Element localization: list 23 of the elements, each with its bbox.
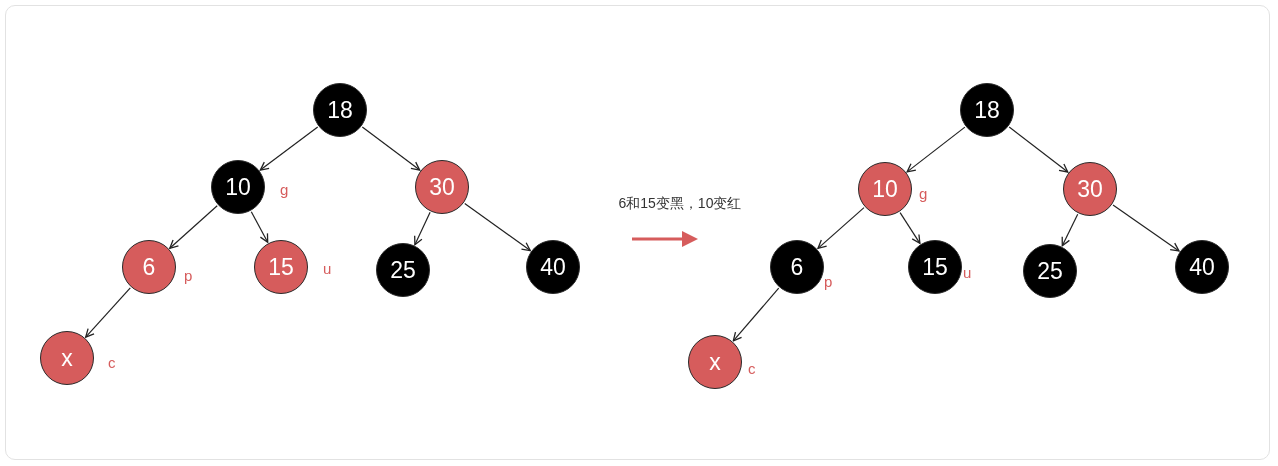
role-label: u: [963, 264, 972, 280]
arrow: [169, 205, 218, 249]
role-label: c: [108, 354, 116, 370]
arrow: [361, 126, 421, 171]
role-label: g: [919, 185, 928, 201]
role-label: p: [824, 273, 833, 289]
step-label: 6和15变黑，10变红: [618, 194, 742, 212]
arrow: [1008, 126, 1069, 173]
arrow: [85, 287, 131, 338]
role-label: g: [280, 181, 289, 197]
arrow: [259, 126, 319, 171]
arrow: [732, 287, 780, 342]
role-label: p: [184, 267, 193, 283]
arrow: [899, 212, 921, 245]
role-label: u: [323, 260, 332, 276]
arrow: [1061, 213, 1079, 247]
arrow: [906, 126, 966, 173]
arrow: [1112, 204, 1180, 252]
arrow: [464, 202, 531, 252]
arrow: [414, 211, 431, 246]
arrow: [250, 211, 269, 243]
role-label: c: [748, 360, 756, 376]
arrow: [817, 207, 865, 250]
